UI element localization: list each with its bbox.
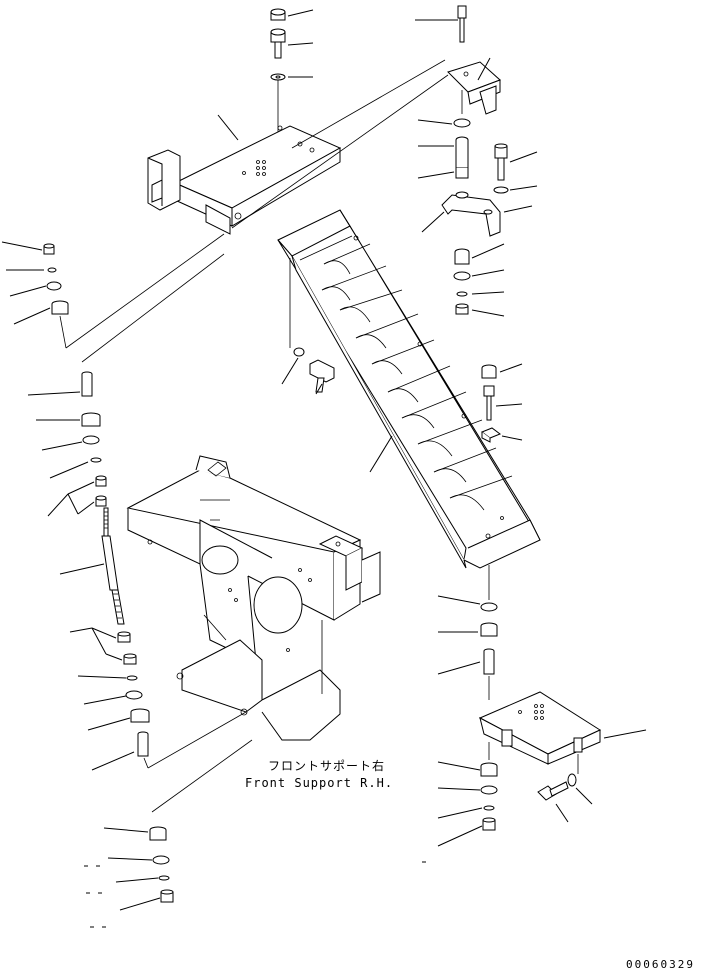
lock-washer-r4 [483, 805, 495, 811]
washer-l2 [82, 435, 100, 445]
side-washer-r [493, 186, 509, 194]
washer-r3 [480, 602, 498, 612]
bolt-r2 [483, 385, 495, 421]
sleeve-l1 [51, 300, 69, 315]
washer-r1 [453, 118, 471, 128]
nut-b1 [160, 889, 174, 903]
sleeve-l3 [130, 708, 150, 723]
sleeve-r4 [480, 762, 498, 777]
spacer-r1 [455, 136, 469, 169]
top-cap-bolt [270, 8, 286, 21]
spacer-r2 [455, 168, 469, 179]
washer-r4 [480, 785, 498, 795]
side-bolt-r [494, 143, 508, 181]
nut-r4 [482, 817, 496, 831]
lock-washer-l2 [90, 457, 102, 463]
stair-bracket-top-bolt [457, 5, 467, 43]
upper-support-box [147, 125, 342, 235]
lock-washer-l1 [47, 267, 57, 273]
sleeve-r3 [480, 622, 498, 637]
drawing-number: 00060329 [626, 958, 695, 971]
stairway [277, 209, 541, 569]
left-threaded-rod [101, 507, 125, 625]
nut-l1 [43, 243, 55, 255]
stair-bracket [447, 61, 501, 115]
lock-washer-r [456, 291, 468, 297]
washer-l3 [125, 690, 143, 700]
washer-l1 [46, 281, 62, 291]
plate-r2 [480, 427, 502, 443]
lock-washer-l3 [126, 675, 138, 681]
washer-lower-r [567, 773, 577, 787]
lower-support-box [478, 691, 602, 765]
sleeve-l2 [81, 412, 101, 427]
spacer-r3 [483, 648, 495, 675]
sleeve-b1 [149, 826, 167, 841]
top-bolt [270, 28, 286, 59]
washer-r2 [453, 271, 471, 281]
front-support-caption-english: Front Support R.H. [245, 776, 394, 790]
washer-b1 [152, 855, 170, 865]
stair-bolt [293, 347, 335, 393]
spacer-l3 [137, 731, 149, 757]
sleeve-r [454, 248, 470, 265]
nut-l2 [95, 475, 107, 507]
spacer-l1 [81, 371, 93, 397]
bolt-lower-r [537, 781, 569, 801]
front-support-caption-japanese: フロントサポート右 [268, 759, 386, 773]
top-washer [270, 73, 286, 81]
front-support-frame [126, 455, 381, 741]
cap-r2 [481, 364, 497, 379]
nut-r1 [455, 303, 469, 315]
mid-bracket-r [441, 191, 501, 237]
nut-l3 [117, 631, 137, 665]
lock-washer-b1 [158, 875, 170, 881]
